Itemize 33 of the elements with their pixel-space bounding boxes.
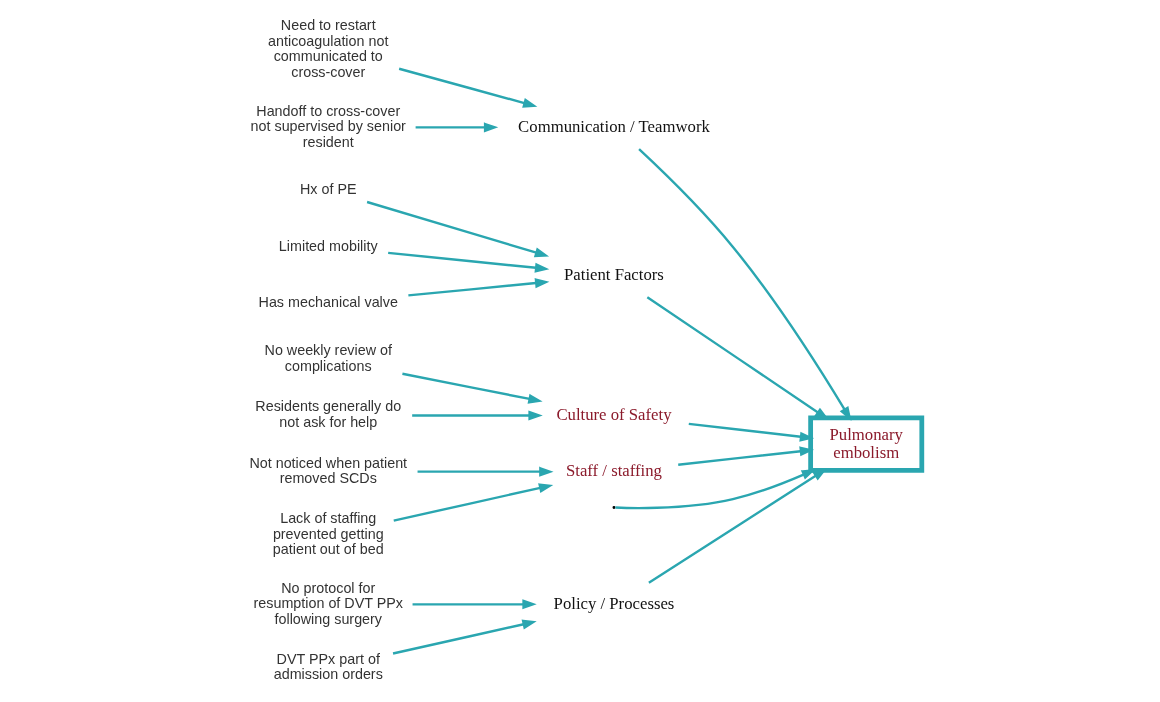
arrow bbox=[398, 67, 537, 108]
node-text: Communication / Teamwork bbox=[517, 116, 710, 136]
arrow bbox=[411, 409, 543, 420]
node-text: Staff / staffing bbox=[565, 460, 662, 480]
node-text: Lack of staffing prevented getting patient out of bed bbox=[272, 509, 384, 557]
arrow bbox=[412, 598, 537, 609]
node-text: Limited mobility bbox=[278, 237, 378, 254]
arrow bbox=[688, 422, 814, 442]
arrow bbox=[393, 482, 553, 522]
arrow bbox=[417, 466, 554, 477]
arrow bbox=[614, 468, 816, 509]
arrow bbox=[647, 468, 827, 584]
node-box: Pulmonary embolism bbox=[807, 414, 924, 473]
arrow bbox=[677, 445, 814, 466]
node-text: Handoff to cross-cover not supervised by senior resident bbox=[250, 102, 406, 150]
arrow bbox=[366, 200, 549, 257]
node-text: Need to restart anticoagulation not communicated to cross-cover bbox=[267, 16, 388, 80]
node-text: Not noticed when patient removed SCDs bbox=[248, 454, 407, 486]
arrow bbox=[407, 277, 549, 297]
node-text: No weekly review of complications bbox=[264, 341, 392, 374]
arrow bbox=[387, 251, 549, 273]
node-text: Culture of Safety bbox=[555, 404, 672, 424]
arrow bbox=[392, 619, 537, 655]
node-text: Policy / Processes bbox=[553, 593, 674, 613]
arrow bbox=[415, 121, 498, 132]
arrow bbox=[401, 372, 543, 404]
arrow bbox=[637, 147, 851, 421]
node-text: Patient Factors bbox=[563, 264, 664, 284]
node-text: Residents generally do not ask for help bbox=[254, 397, 401, 430]
node-text: Hx of PE bbox=[299, 180, 357, 197]
node-text: DVT PPx part of admission orders bbox=[273, 650, 383, 682]
node-text: Has mechanical valve bbox=[258, 293, 398, 310]
node-text: No protocol for resumption of DVT PPx following surgery bbox=[253, 579, 403, 627]
